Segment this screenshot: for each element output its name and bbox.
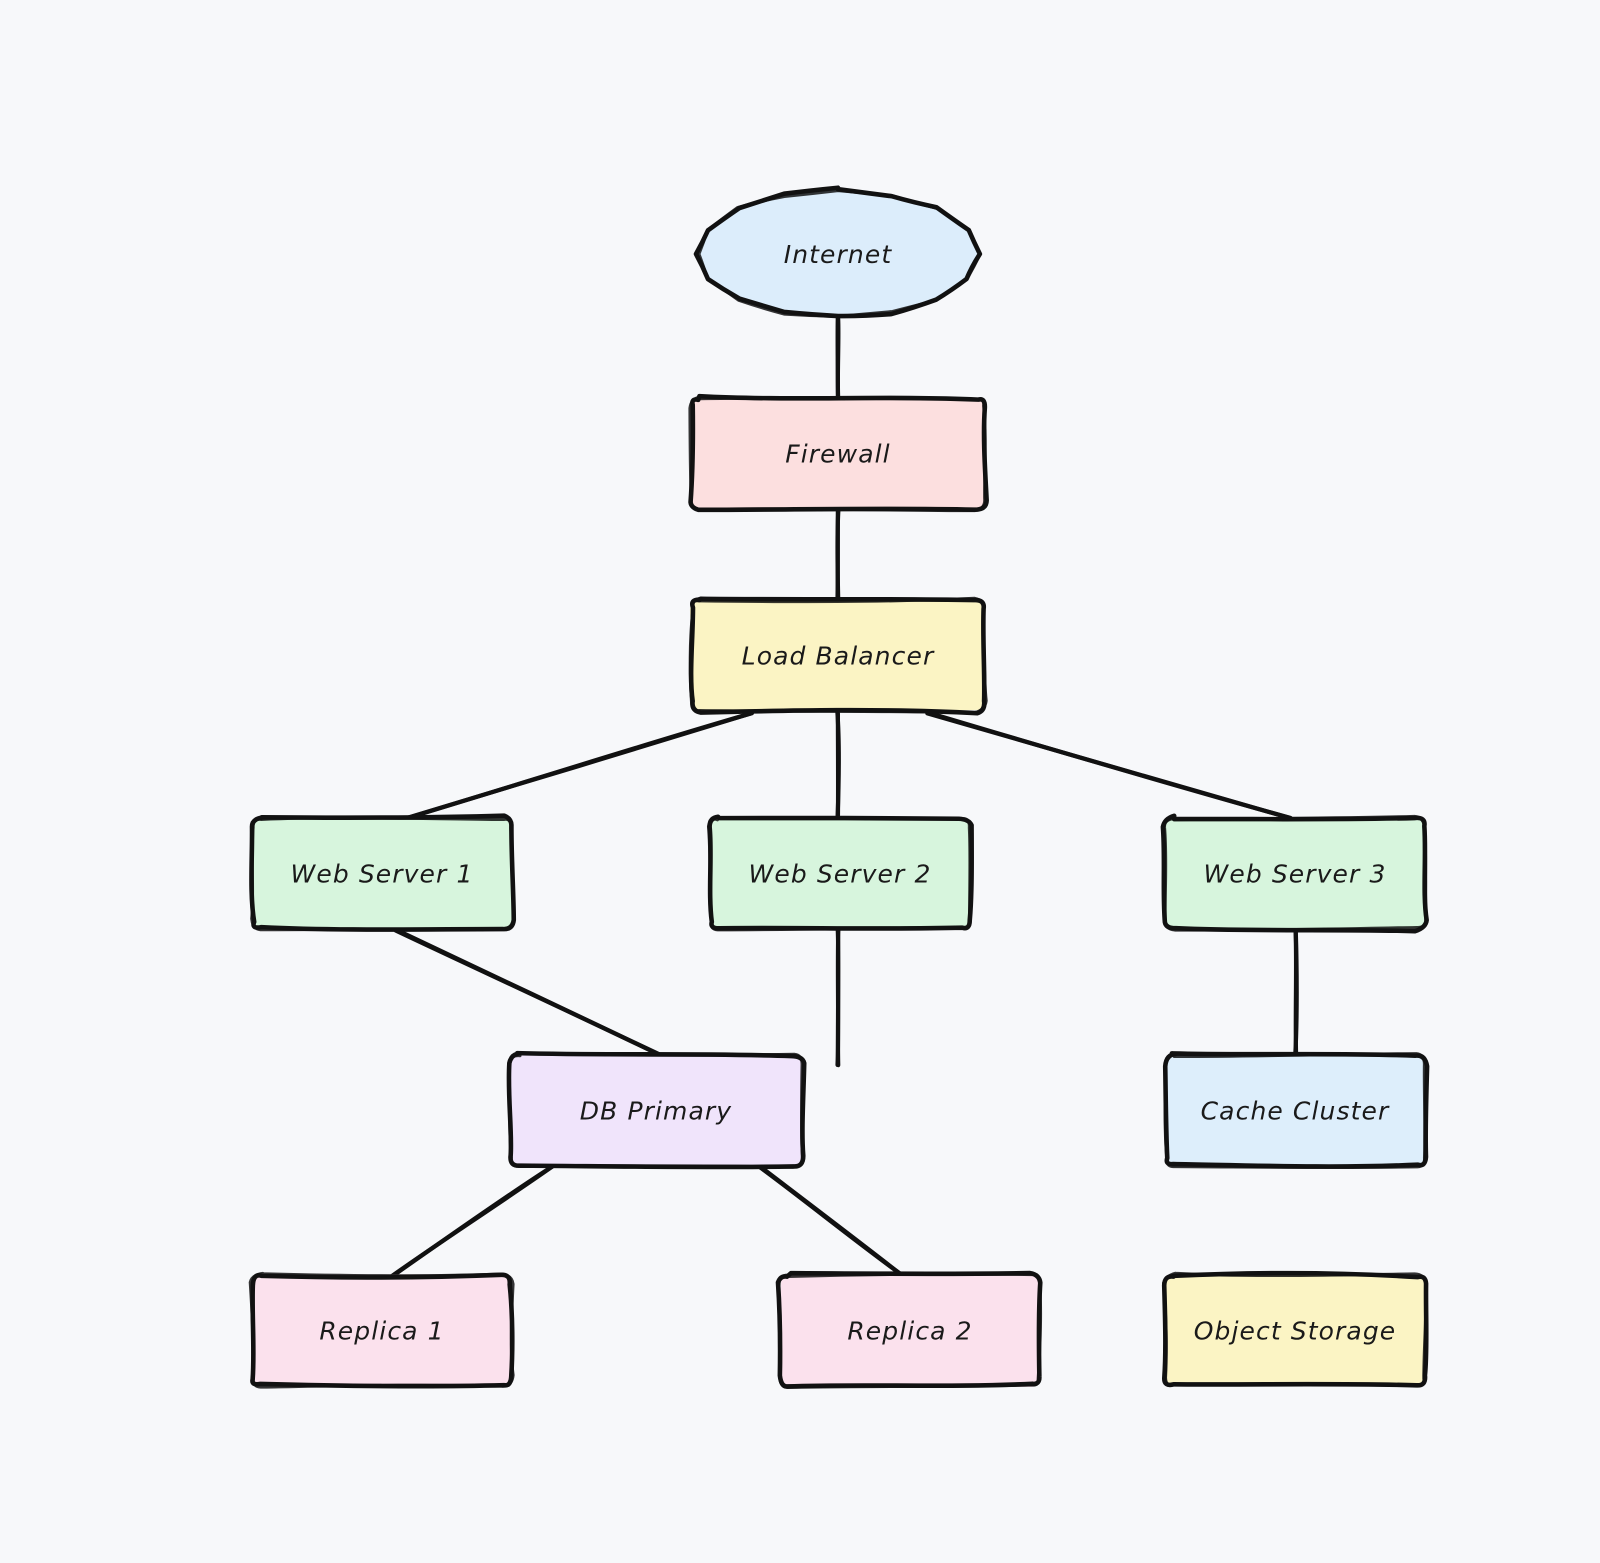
edge-stroke-overlay [835, 316, 841, 401]
node-fill [251, 817, 513, 930]
edge-web-server-1-to-db-primary [393, 927, 667, 1060]
node-replica-2[interactable]: Replica 2 [775, 1270, 1043, 1390]
node-outline-overlay [706, 816, 972, 932]
edge-stroke-overlay [394, 927, 667, 1059]
edge-load-balancer-to-web-server-2 [835, 710, 841, 821]
node-fill [689, 397, 986, 510]
node-outline-overlay [1163, 814, 1428, 932]
edge-stroke-overlay [758, 1164, 907, 1280]
node-replica-1[interactable]: Replica 1 [248, 1271, 515, 1389]
node-fill [509, 1053, 803, 1168]
node-outline-overlay [688, 596, 988, 715]
node-web-server-3[interactable]: Web Server 3 [1160, 813, 1429, 934]
node-label-object-storage: Object Storage [1194, 1317, 1397, 1346]
edge-web-server-3-to-cache-cluster [1293, 927, 1299, 1058]
node-load-balancer[interactable]: Load Balancer [688, 596, 988, 716]
node-fill [709, 817, 972, 931]
edge-stroke-overlay [387, 1164, 555, 1280]
node-fill [1164, 817, 1425, 930]
node-label-cache-cluster: Cache Cluster [1201, 1097, 1390, 1126]
node-label-firewall: Firewall [785, 440, 890, 469]
node-internet[interactable]: Internet [693, 185, 983, 319]
node-fill [1163, 1054, 1426, 1168]
node-label-replica-2: Replica 2 [847, 1317, 972, 1346]
edge-load-balancer-to-web-server-3 [925, 710, 1293, 821]
node-web-server-1[interactable]: Web Server 1 [249, 813, 517, 932]
node-outline-overlay [688, 395, 987, 513]
node-outline-overlay [1163, 1052, 1427, 1170]
node-firewall[interactable]: Firewall [688, 393, 989, 513]
node-outline-overlay [250, 816, 516, 932]
node-object-storage[interactable]: Object Storage [1161, 1270, 1429, 1388]
node-outline-overlay [1161, 1271, 1428, 1388]
node-label-web-server-1: Web Server 1 [291, 860, 474, 889]
node-label-load-balancer: Load Balancer [742, 642, 935, 671]
node-label-db-primary: DB Primary [580, 1097, 732, 1126]
node-label-replica-1: Replica 1 [319, 1317, 444, 1346]
node-cache-cluster[interactable]: Cache Cluster [1162, 1051, 1430, 1170]
edge-stroke-overlay [925, 710, 1293, 821]
edge-db-primary-to-replica-1 [387, 1164, 555, 1280]
node-label-web-server-2: Web Server 2 [749, 860, 932, 889]
node-outline-overlay [507, 1052, 804, 1169]
edge-stroke-overlay [835, 927, 841, 1068]
node-fill [251, 1273, 514, 1386]
node-label-internet: Internet [784, 240, 893, 269]
node-label-web-server-3: Web Server 3 [1204, 860, 1387, 889]
node-outline-overlay [697, 189, 982, 318]
edge-db-primary-to-replica-2 [758, 1164, 907, 1280]
node-outline-overlay [248, 1271, 515, 1389]
node-web-server-2[interactable]: Web Server 2 [706, 814, 974, 932]
node-outline [1160, 813, 1429, 934]
edge-web-server-2-to-db-primary [835, 927, 841, 1068]
edge-firewall-to-load-balancer [835, 506, 841, 603]
node-outline-overlay [777, 1272, 1043, 1390]
edge-stroke-overlay [1293, 928, 1299, 1058]
edges-layer [387, 315, 1299, 1280]
node-fill [689, 599, 986, 711]
node-fill [779, 1273, 1041, 1388]
edge-internet-to-firewall [835, 315, 841, 401]
edge-stroke-overlay [403, 711, 754, 821]
node-fill [696, 189, 978, 318]
node-fill [1164, 1275, 1426, 1387]
node-db-primary[interactable]: DB Primary [506, 1050, 807, 1170]
edge-load-balancer-to-web-server-1 [403, 711, 754, 821]
